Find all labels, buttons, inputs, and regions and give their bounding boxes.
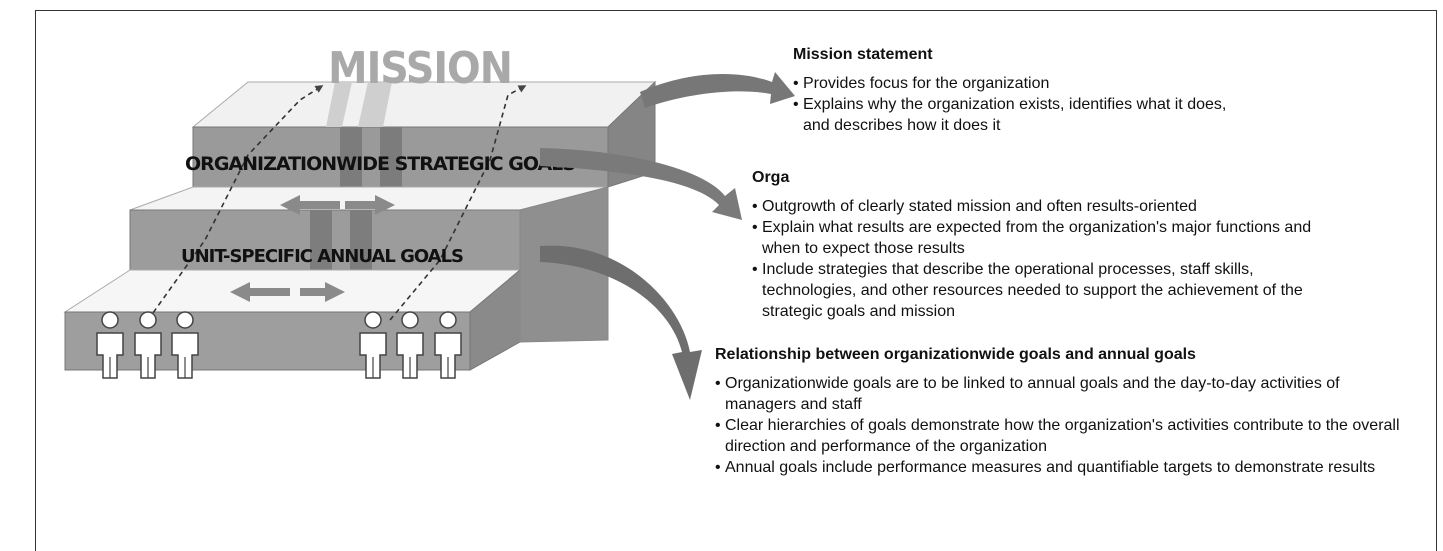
bullet-item: Explains why the organization exists, id… (793, 94, 1253, 136)
section-heading: Mission statement (793, 46, 933, 63)
staff-figures (96, 311, 462, 379)
section-heading: Relationship between organizationwide go… (715, 346, 1196, 363)
bullet-item: Organizationwide goals are to be linked … (715, 373, 1405, 415)
bullet-item: Clear hierarchies of goals demonstrate h… (715, 415, 1405, 457)
goals-staircase-diagram: MISSION ORGANIZATIONWIDE STRATEGIC GOALS… (63, 43, 795, 400)
bullet-list: Organizationwide goals are to be linked … (715, 373, 1405, 478)
section-heading: Orga (752, 169, 790, 186)
bullet-item: Include strategies that describe the ope… (752, 259, 1342, 322)
bullet-list: Outgrowth of clearly stated mission and … (752, 196, 1342, 322)
mission-statement-block: Mission statement Provides focus for the… (793, 44, 1253, 136)
mission-title: MISSION (328, 43, 512, 94)
person-icon (134, 311, 162, 379)
person-icon (396, 311, 424, 379)
unit-goals-label: UNIT-SPECIFIC ANNUAL GOALS (181, 246, 463, 267)
person-icon (96, 311, 124, 379)
person-icon (171, 311, 199, 379)
bullet-item: Annual goals include performance measure… (715, 457, 1405, 478)
bullet-list: Provides focus for the organization Expl… (793, 73, 1253, 136)
bullet-item: Provides focus for the organization (793, 73, 1253, 94)
bullet-item: Outgrowth of clearly stated mission and … (752, 196, 1342, 217)
top-step (191, 80, 657, 188)
person-icon (434, 311, 462, 379)
figure-frame (35, 10, 1437, 551)
curved-arrows (540, 72, 795, 400)
org-goals-block: Orga Outgrowth of clearly stated mission… (752, 167, 1342, 322)
person-icon (359, 311, 387, 379)
bullet-item: Explain what results are expected from t… (752, 217, 1342, 259)
dashed-paths (147, 85, 527, 321)
relationship-block: Relationship between organizationwide go… (715, 344, 1405, 478)
flow-arrows (230, 195, 395, 302)
org-goals-label: ORGANIZATIONWIDE STRATEGIC GOALS (185, 153, 575, 175)
